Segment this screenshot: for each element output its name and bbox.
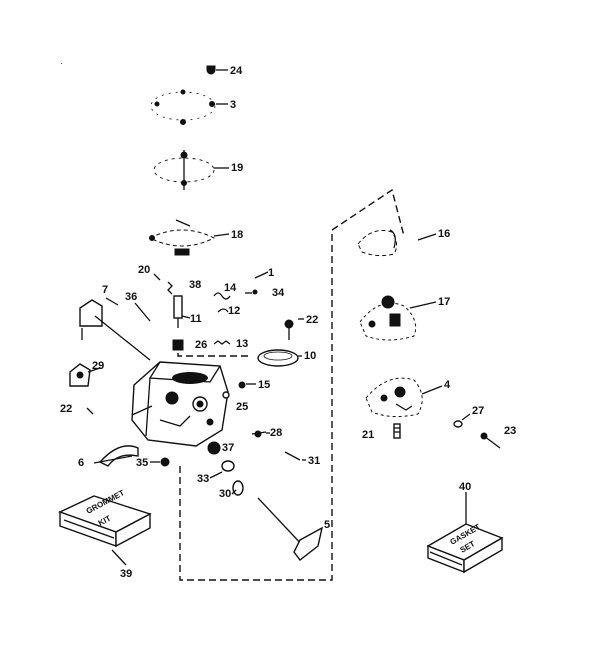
part-38-spring xyxy=(167,281,173,295)
callout-31: 31 xyxy=(308,455,320,467)
callout-29: 29 xyxy=(92,360,104,372)
corner-mark: · xyxy=(60,58,63,68)
callout-24: 24 xyxy=(230,65,243,77)
part-28-screw xyxy=(251,430,267,438)
part-3-diaphragm xyxy=(150,89,228,125)
callout-22: 22 xyxy=(306,314,318,326)
part-7-lever xyxy=(79,299,151,361)
callout-4: 4 xyxy=(444,379,451,391)
part-11-needle xyxy=(173,295,183,328)
part-24-screw xyxy=(206,65,228,75)
callout-5: 5 xyxy=(324,519,330,531)
callout-23: 23 xyxy=(504,425,516,437)
part-36-screw xyxy=(134,302,151,322)
callout-12: 12 xyxy=(228,305,240,317)
callout-6: 6 xyxy=(78,457,84,469)
callout-16: 16 xyxy=(438,228,450,240)
part-13-spring xyxy=(213,340,231,345)
callout-11: 11 xyxy=(190,313,202,325)
gasket-set-box: GASKET SET xyxy=(426,522,504,574)
part-29-elbow-fitting xyxy=(69,363,101,387)
part-12-clip xyxy=(217,308,229,313)
callout-22b: 22 xyxy=(60,403,72,415)
part-35-nut xyxy=(160,457,170,467)
callout-35: 35 xyxy=(136,457,148,469)
part-31-screw xyxy=(284,451,301,461)
part-37-plug xyxy=(207,441,221,455)
part-17-float xyxy=(359,295,437,341)
callout-36: 36 xyxy=(125,291,137,303)
callout-17: 17 xyxy=(438,296,450,308)
part-5-throttle-shaft xyxy=(257,497,324,561)
part-14-spring xyxy=(213,292,231,300)
part-16-float-hinge xyxy=(357,229,437,257)
grommet-kit-box: GROMMET KIT xyxy=(58,488,152,548)
part-25-washer xyxy=(222,391,230,399)
callout-39: 39 xyxy=(120,568,132,580)
part-33-ring xyxy=(221,460,235,472)
part-27-gasket xyxy=(453,413,471,428)
leader-30 xyxy=(231,489,237,495)
callout-7: 7 xyxy=(102,284,108,296)
callout-37: 37 xyxy=(222,442,234,454)
body-outline-top xyxy=(177,342,250,357)
part-22-screw-top xyxy=(284,319,294,340)
leader-33 xyxy=(209,471,223,479)
callout-34: 34 xyxy=(272,287,285,299)
part-4-bowl xyxy=(365,377,443,418)
part-10-plate xyxy=(257,349,299,367)
callout-33: 33 xyxy=(197,473,209,485)
part-1-screw xyxy=(254,271,269,279)
callout-25: 25 xyxy=(236,401,248,413)
part-34-pin xyxy=(252,289,258,295)
callout-numbers: 24 3 19 18 20 38 1 14 34 7 36 11 12 22 2… xyxy=(60,65,516,580)
callout-15: 15 xyxy=(258,379,270,391)
part-19-gasket xyxy=(153,150,229,190)
callout-28: 28 xyxy=(270,427,282,439)
part-22-screw-side xyxy=(86,407,94,415)
callout-18: 18 xyxy=(231,229,243,241)
part-6-lever-plate xyxy=(93,445,139,467)
carburetor-body xyxy=(131,361,229,447)
callout-20: 20 xyxy=(138,264,150,276)
callout-1: 1 xyxy=(268,267,274,279)
part-21-bolt xyxy=(393,423,401,439)
leader-11 xyxy=(181,315,191,319)
leader-20 xyxy=(153,273,161,281)
leader-7 xyxy=(105,297,119,306)
callout-21: 21 xyxy=(362,429,374,441)
callout-40: 40 xyxy=(459,481,471,493)
callout-27: 27 xyxy=(472,405,484,417)
callout-38: 38 xyxy=(189,279,201,291)
part-30-seal xyxy=(232,480,244,496)
part-23-screw xyxy=(480,432,501,449)
callout-14: 14 xyxy=(224,282,237,294)
callout-19: 19 xyxy=(231,162,243,174)
callout-30: 30 xyxy=(219,488,231,500)
callout-3: 3 xyxy=(230,99,236,111)
part-15-ball xyxy=(238,381,246,389)
part-18-pump-cover xyxy=(148,219,230,256)
callout-10: 10 xyxy=(304,350,316,362)
leader-39 xyxy=(111,549,127,566)
callout-13: 13 xyxy=(236,338,248,350)
assembly-outline xyxy=(179,188,405,581)
callout-26: 26 xyxy=(195,339,207,351)
